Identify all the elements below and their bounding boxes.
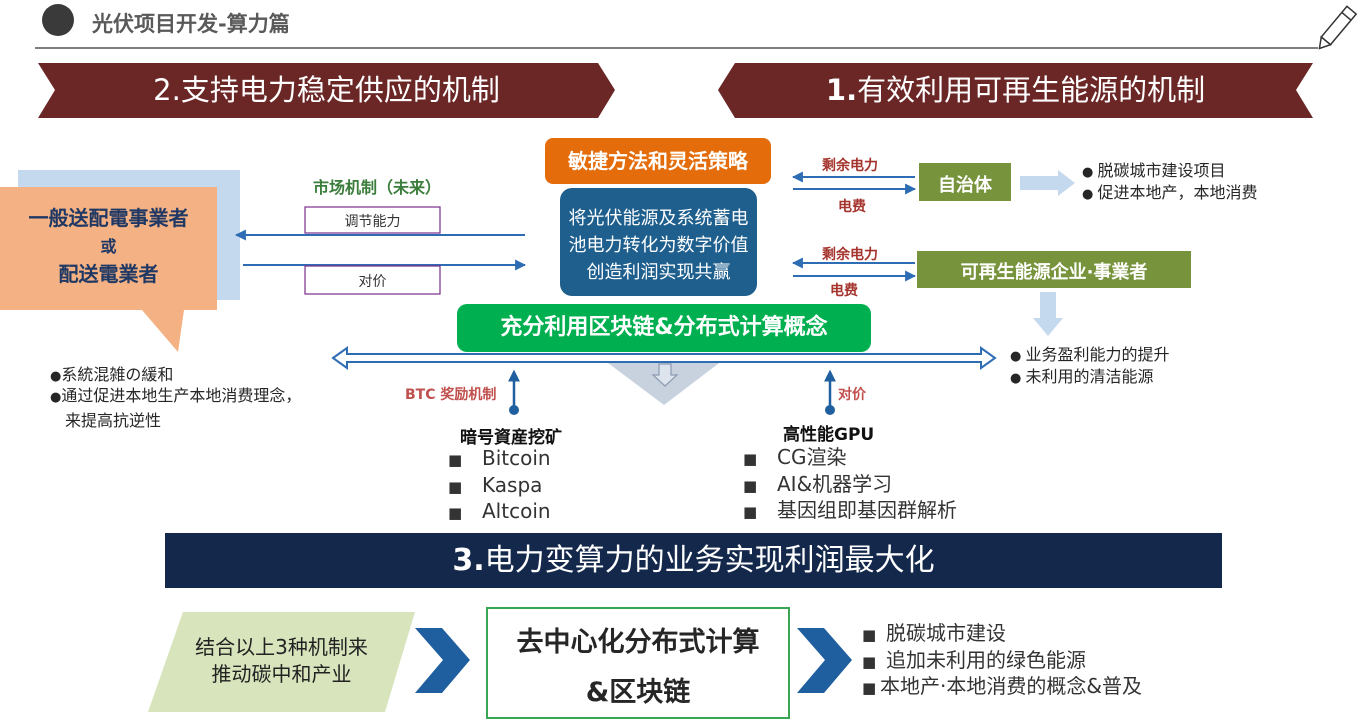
mining-item-text: Bitcoin	[482, 446, 551, 470]
price-box	[304, 265, 441, 295]
gpu-item: ■ AI&机器学习	[743, 471, 892, 499]
municipality-box	[919, 163, 1011, 201]
operator-or: 或	[100, 237, 117, 256]
adjust-label: 调节能力	[344, 214, 401, 230]
square-bullet-icon: ■	[448, 504, 463, 522]
gpu-item: ■ 基因组即基因群解析	[743, 497, 957, 525]
combine-text: 结合以上3种机制来 推动碳中和产业	[148, 634, 415, 688]
surplus-label-2: 剩余电力	[822, 247, 878, 263]
core-line: 去中心化分布式计算	[516, 627, 760, 658]
chevron-arrow-1	[415, 628, 470, 693]
core-text: 去中心化分布式计算 &区块链	[487, 618, 789, 718]
mining-item-text: Altcoin	[482, 499, 551, 523]
mining-arrow-dot	[509, 405, 519, 415]
square-bullet-icon: ■	[862, 653, 877, 671]
btc-incentive-label: BTC 奖励机制	[405, 387, 497, 403]
strategy-box	[545, 138, 771, 184]
company-bullet: 业务盈利能力的提升	[1010, 344, 1169, 368]
price-label: 对价	[358, 274, 387, 290]
gpu-item-text: CG渲染	[777, 445, 847, 469]
core-line: &区块链	[585, 677, 691, 708]
adjust-box	[304, 206, 441, 234]
square-bullet-icon: ■	[448, 451, 463, 469]
operator-text: 一般送配電事業者 或 配送電業者	[0, 204, 217, 289]
gpu-item: ■ CG渲染	[743, 444, 846, 472]
mining-item-text: Kaspa	[482, 473, 543, 497]
mining-item: ■ Bitcoin	[448, 445, 551, 473]
left-bullet: 通过促进本地生产本地消费理念，	[50, 385, 301, 408]
market-title: 市场机制（未来）	[313, 178, 442, 197]
mining-item: ■ Altcoin	[448, 498, 551, 526]
right-banner-number: 1.	[825, 73, 858, 107]
double-arrow	[331, 346, 997, 370]
gpu-title: 高性能GPU	[783, 425, 875, 445]
combine-line: 推动碳中和产业	[211, 662, 352, 686]
company-bullet: 未利用的清洁能源	[1010, 366, 1153, 390]
outcome-item: ■ 脱碳城市建设	[862, 620, 1006, 648]
gpu-arrow-dot	[825, 405, 835, 415]
right-banner-text: 有效利用可再生能源的机制	[857, 73, 1206, 107]
operator-line: 配送電業者	[58, 262, 159, 286]
left-banner-number: 2.	[153, 73, 181, 107]
bottom-banner-text: 电力变算力的业务实现利润最大化	[484, 543, 935, 578]
left-bullet-continuation: 来提高抗逆性	[65, 411, 162, 430]
blockchain-box	[457, 304, 871, 352]
value-line: 创造利润实现共赢	[586, 262, 731, 283]
outcome-item: ■ 追加未利用的绿色能源	[862, 647, 1086, 675]
chevron-arrow-2	[797, 628, 852, 693]
right-banner-shape	[718, 63, 1313, 118]
funnel-small-arrow	[651, 363, 679, 387]
fee-label-1: 电费	[838, 199, 866, 215]
mining-item: ■ Kaspa	[448, 472, 542, 500]
core-box	[486, 607, 790, 719]
square-bullet-icon: ■	[743, 450, 758, 468]
municipality-arrow	[1020, 170, 1075, 196]
pen-icon	[1318, 5, 1358, 50]
renewable-company-label: 可再生能源企业·事業者	[960, 262, 1148, 283]
combine-parallelogram	[148, 612, 415, 712]
header-circle-icon	[42, 4, 74, 36]
combine-line: 结合以上3种机制来	[195, 635, 368, 659]
operator-callout	[0, 187, 217, 352]
square-bullet-icon: ■	[743, 503, 758, 521]
value-line: 将光伏能源及系统蓄电	[568, 208, 749, 229]
gpu-item-text: 基因组即基因群解析	[777, 498, 957, 522]
gpu-price-label: 对价	[838, 387, 866, 403]
municipality-bullet: 脱碳城市建设项目	[1082, 160, 1225, 184]
renewable-company-box	[917, 251, 1191, 288]
fee-label-2: 电费	[830, 283, 858, 299]
outcome-text: 追加未利用的绿色能源	[886, 648, 1086, 672]
square-bullet-icon: ■	[448, 478, 463, 496]
mining-title: 暗号資産挖矿	[460, 428, 562, 448]
value-box	[560, 188, 757, 296]
outcome-item: ■本地产·本地消费的概念&普及	[862, 673, 1142, 701]
gpu-item-text: AI&机器学习	[777, 472, 893, 496]
blockchain-label: 充分利用区块链&分布式计算概念	[500, 315, 828, 340]
right-banner: 1.有效利用可再生能源的机制	[718, 63, 1313, 118]
left-banner-shape	[38, 63, 615, 118]
municipality-bullet: 促进本地产，本地消费	[1082, 182, 1257, 206]
strategy-label: 敏捷方法和灵活策略	[568, 149, 748, 173]
left-banner-text: 支持电力稳定供应的机制	[180, 73, 500, 107]
square-bullet-icon: ■	[862, 626, 877, 644]
surplus-label-1: 剩余电力	[822, 158, 878, 174]
outcome-text: 脱碳城市建设	[886, 621, 1006, 645]
value-text: 将光伏能源及系统蓄电 池电力转化为数字价值 创造利润实现共赢	[560, 205, 757, 286]
bottom-banner-shape	[165, 533, 1222, 588]
square-bullet-icon: ■	[743, 477, 758, 495]
company-down-arrow	[1033, 292, 1063, 336]
bottom-banner: 3.电力变算力的业务实现利润最大化	[165, 533, 1222, 588]
operator-line: 一般送配電事業者	[28, 206, 189, 230]
outcome-text: 本地产·本地消费的概念&普及	[880, 674, 1142, 698]
left-bullet: 系統混雑の緩和	[50, 364, 173, 387]
value-line: 池电力转化为数字价值	[568, 235, 749, 256]
square-bullet-icon: ■	[862, 679, 877, 697]
left-banner: 2.支持电力稳定供应的机制	[38, 63, 615, 118]
page-title: 光伏项目开发-算力篇	[92, 12, 290, 36]
municipality-label: 自治体	[938, 175, 992, 196]
bottom-banner-number: 3.	[452, 543, 485, 578]
